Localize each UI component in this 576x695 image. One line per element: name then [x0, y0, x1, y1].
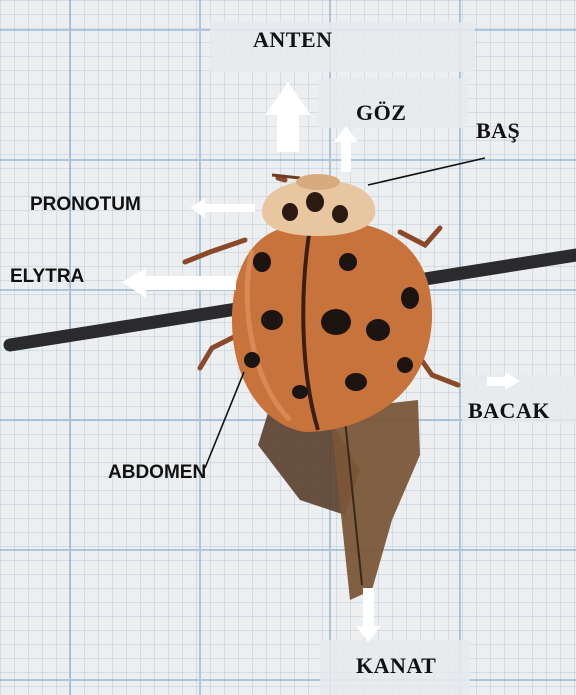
bacak-arrow: [487, 372, 520, 390]
pronotum-arrow: [190, 198, 255, 218]
goz-arrow: [334, 126, 358, 172]
hind-wing-right: [330, 400, 420, 600]
label-pronotum: PRONOTUM: [30, 194, 141, 216]
label-goz: GÖZ: [356, 100, 406, 126]
label-elytra: ELYTRA: [10, 266, 84, 288]
anten-arrow: [265, 82, 311, 152]
bas-pointer-line: [368, 158, 485, 185]
label-kanat: KANAT: [356, 653, 436, 679]
kanat-arrow: [356, 588, 381, 642]
label-anten: ANTEN: [253, 27, 333, 53]
elytra-arrow: [122, 268, 236, 298]
head: [296, 174, 340, 190]
label-abdomen: ABDOMEN: [108, 462, 206, 484]
label-bacak: BACAK: [468, 398, 550, 424]
label-bas: BAŞ: [476, 118, 520, 144]
abdomen-pointer-line: [205, 372, 244, 468]
